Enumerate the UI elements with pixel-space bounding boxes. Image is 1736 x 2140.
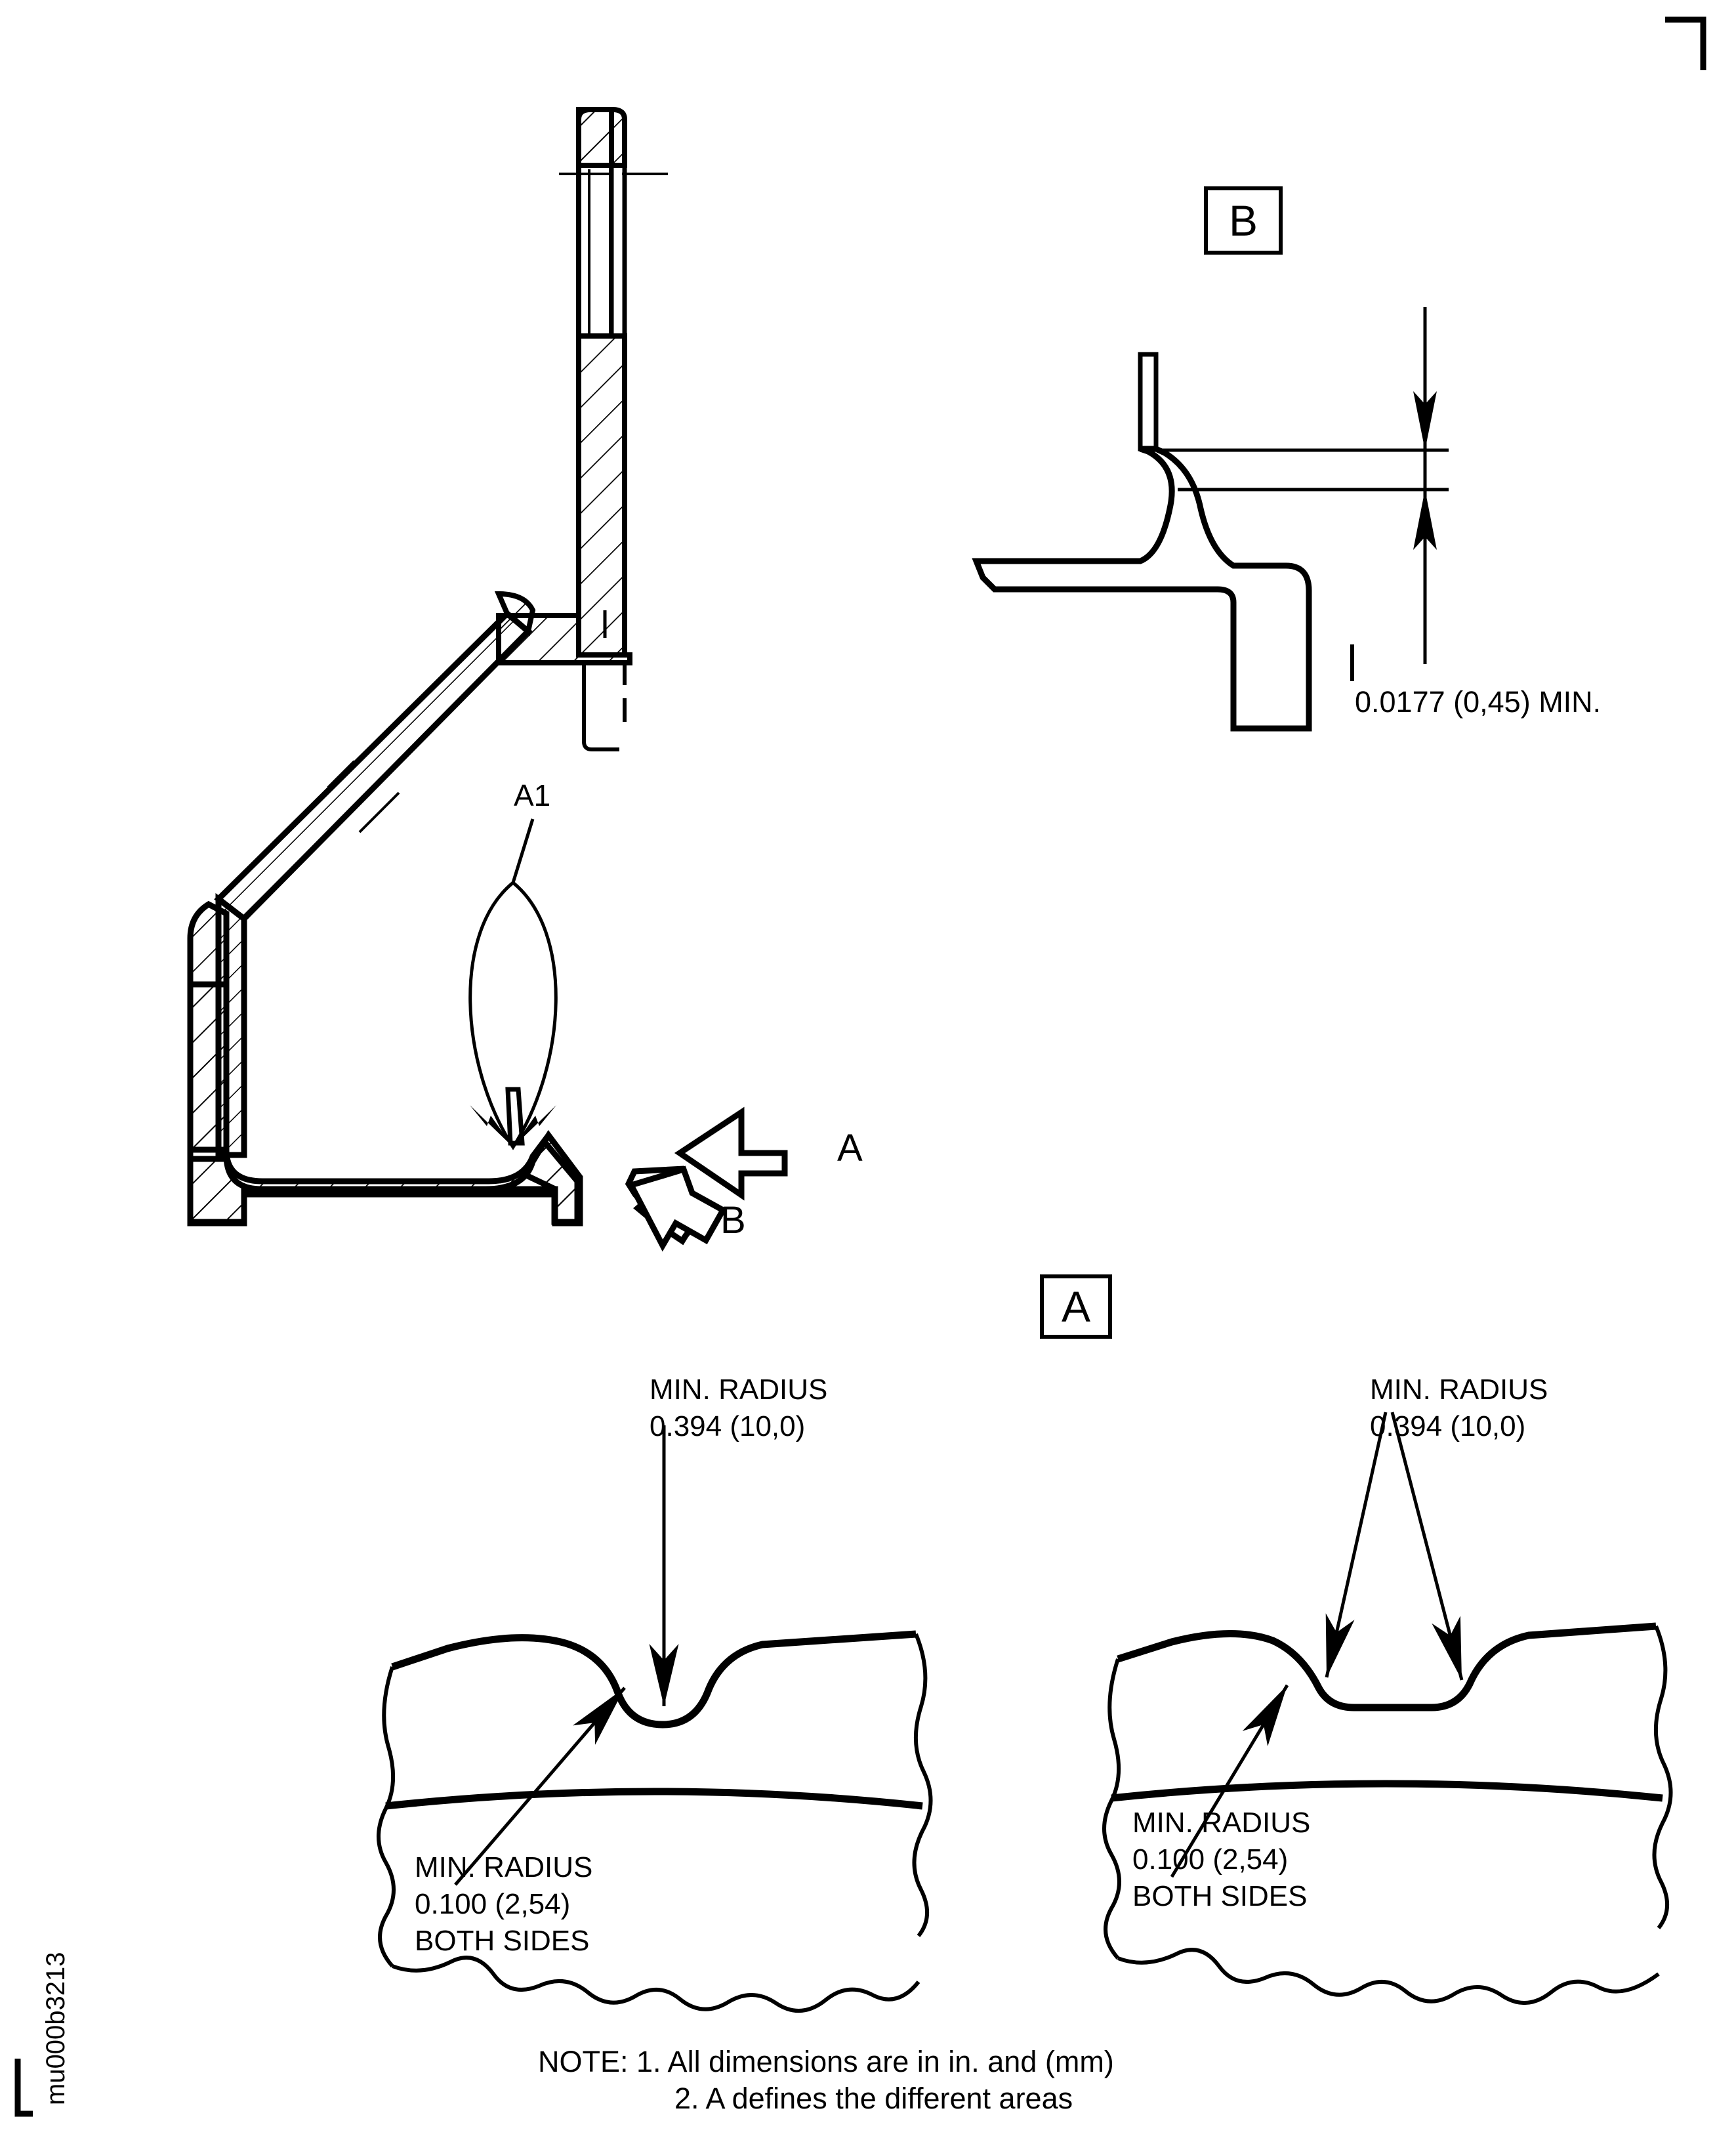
main-section-view xyxy=(187,107,668,1227)
detail-a-right-top-callout-line1: MIN. RADIUS xyxy=(1370,1374,1548,1406)
corner-registration-mark-top-right xyxy=(1665,16,1706,70)
detail-a-left-bottom-callout-line2: 0.100 (2,54) xyxy=(415,1888,571,1920)
detail-a-right-break-right xyxy=(1652,1625,1673,1929)
view-arrow-a-label: A xyxy=(837,1127,863,1169)
view-arrow-b-label: B xyxy=(720,1199,746,1242)
view-arrow-b-outline xyxy=(627,1165,728,1252)
detail-a-right-bottom-callout-line2: 0.100 (2,54) xyxy=(1132,1843,1289,1876)
detail-a-left-break-right xyxy=(912,1633,933,1937)
detail-a-right-bottom-callout-line1: MIN. RADIUS xyxy=(1132,1807,1311,1839)
detail-a-right-top-leader-right xyxy=(1390,1412,1464,1681)
document-id-label: mu000b3213 xyxy=(41,1952,70,2105)
web-to-seat-fillet xyxy=(494,591,536,637)
flange-upper-cavity xyxy=(576,163,614,339)
flange-projection-tail xyxy=(582,663,627,751)
detail-a-left-bottom-leader xyxy=(454,1687,626,1886)
left-wall-lower xyxy=(187,981,230,1162)
detail-b-rib xyxy=(1138,352,1159,451)
detail-a-left-top-callout-line1: MIN. RADIUS xyxy=(650,1374,828,1406)
detail-a-left-bottom-callout-line3: BOTH SIDES xyxy=(415,1925,590,1957)
detail-label-b-text: B xyxy=(1228,196,1258,245)
detail-label-box-b: B xyxy=(1204,186,1283,255)
detail-a-right-bottom-callout-line3: BOTH SIDES xyxy=(1132,1880,1308,1912)
detail-a-right-break-left xyxy=(1102,1658,1121,1960)
a1-leader-line xyxy=(511,818,535,883)
detail-a-left-top-callout-line2: 0.394 (10,0) xyxy=(650,1410,806,1442)
detail-a-right-top-contour xyxy=(1117,1622,1657,1711)
detail-a-left-top-contour xyxy=(391,1630,917,1729)
detail-a-right-figure xyxy=(1102,1412,1673,2005)
detail-b-dimension-text: 0.0177 (0,45) MIN. xyxy=(1355,685,1602,719)
note-line-1: NOTE: 1. All dimensions are in in. and (… xyxy=(538,2045,1114,2078)
flange-outer-skin xyxy=(609,163,627,339)
view-arrow-a-glyph xyxy=(674,1106,788,1201)
corner-registration-mark-bottom-left xyxy=(14,2059,33,2117)
a1-bubble-label: A1 xyxy=(514,778,551,812)
detail-a-right-bottom-leader xyxy=(1170,1684,1289,1878)
web-surface-ticks xyxy=(327,760,400,833)
flange-cap-outline xyxy=(576,107,627,168)
detail-a-left-break-left xyxy=(377,1666,396,1967)
detail-b-dimension-arrowheads xyxy=(1413,391,1437,550)
detail-label-box-a: A xyxy=(1040,1274,1112,1339)
bottom-flange-profile xyxy=(187,1130,583,1227)
detail-b-profile xyxy=(972,307,1449,732)
detail-a-right-mid-line xyxy=(1111,1780,1663,1802)
detail-a-left-mid-line xyxy=(385,1788,923,1810)
detail-b-body xyxy=(972,446,1312,732)
detail-a-left-bottom-callout-line1: MIN. RADIUS xyxy=(415,1851,593,1883)
detail-a-right-top-callout-line2: 0.394 (10,0) xyxy=(1370,1410,1526,1442)
flash-rib xyxy=(505,1087,525,1146)
right-lug-section xyxy=(520,1129,583,1227)
a1-balloon-arrowheads xyxy=(470,1105,556,1147)
detail-a-right-top-leader-left xyxy=(1325,1412,1388,1678)
detail-a-right-break-bottom xyxy=(1117,1948,1660,2005)
inclined-web-section xyxy=(214,609,533,923)
note-line-2: 2. A defines the different areas xyxy=(674,2082,1073,2115)
detail-a-left-break-bottom xyxy=(391,1956,920,2013)
detail-a-left-figure xyxy=(377,1425,933,2013)
flange-lower-section xyxy=(576,333,627,658)
detail-label-a-text: A xyxy=(1061,1282,1091,1331)
